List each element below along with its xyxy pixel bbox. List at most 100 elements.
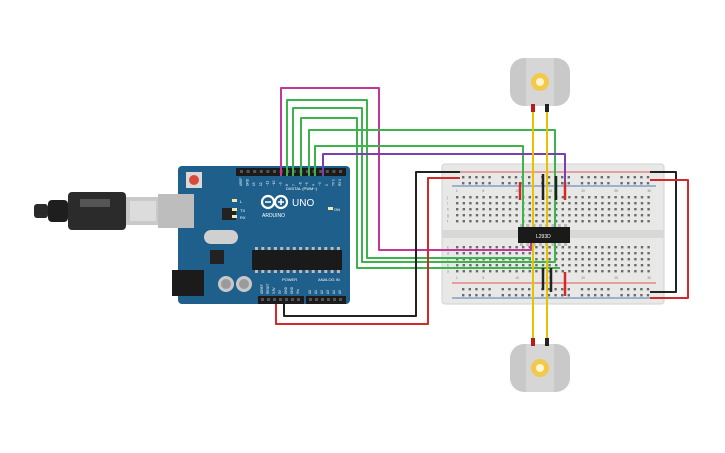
bb-hole[interactable] (594, 252, 597, 255)
bb-hole[interactable] (508, 246, 512, 249)
bb-hole[interactable] (640, 208, 644, 211)
bb-hole[interactable] (522, 264, 525, 267)
bb-hole[interactable] (456, 270, 459, 273)
bb-rail-hole[interactable] (580, 182, 584, 185)
bb-rail-hole[interactable] (481, 288, 485, 291)
bb-rail-hole[interactable] (514, 182, 518, 185)
pin-hole[interactable] (339, 298, 342, 301)
bb-hole[interactable] (561, 202, 564, 205)
bb-rail-hole[interactable] (521, 288, 524, 291)
wire-black-gnd[interactable] (283, 171, 460, 317)
bb-rail-hole[interactable] (567, 182, 570, 185)
bb-hole[interactable] (581, 264, 584, 267)
bb-hole[interactable] (489, 202, 492, 205)
bb-hole[interactable] (594, 270, 597, 273)
bb-hole[interactable] (528, 196, 531, 199)
bb-hole[interactable] (548, 258, 551, 261)
bb-hole[interactable] (561, 258, 564, 261)
bb-hole[interactable] (588, 208, 591, 211)
bb-hole[interactable] (535, 220, 538, 223)
bb-hole[interactable] (456, 214, 459, 217)
bb-hole[interactable] (627, 202, 630, 205)
bb-hole[interactable] (621, 196, 624, 199)
bb-rail-hole[interactable] (607, 294, 610, 297)
bb-hole[interactable] (607, 252, 611, 255)
bb-hole[interactable] (614, 258, 617, 261)
bb-hole[interactable] (627, 246, 630, 249)
bb-hole[interactable] (574, 196, 578, 199)
bb-hole[interactable] (581, 258, 584, 261)
bb-hole[interactable] (640, 246, 644, 249)
bb-rail-hole[interactable] (587, 294, 590, 297)
bb-hole[interactable] (621, 246, 624, 249)
bb-hole[interactable] (469, 214, 472, 217)
bb-hole[interactable] (581, 202, 584, 205)
bb-hole[interactable] (594, 220, 597, 223)
bb-hole[interactable] (588, 220, 591, 223)
bb-rail-hole[interactable] (541, 294, 544, 297)
bb-hole[interactable] (508, 196, 512, 199)
bb-rail-hole[interactable] (600, 182, 603, 185)
bb-hole[interactable] (462, 246, 465, 249)
bb-rail-hole[interactable] (600, 288, 603, 291)
bb-hole[interactable] (634, 220, 637, 223)
bb-hole[interactable] (601, 246, 604, 249)
bb-hole[interactable] (502, 202, 505, 205)
bb-hole[interactable] (541, 252, 545, 255)
bb-hole[interactable] (515, 208, 518, 211)
bb-rail-hole[interactable] (607, 182, 610, 185)
bb-hole[interactable] (548, 246, 551, 249)
bb-hole[interactable] (462, 252, 465, 255)
bb-hole[interactable] (508, 258, 512, 261)
bb-rail-hole[interactable] (508, 288, 511, 291)
bb-hole[interactable] (495, 196, 498, 199)
bb-hole[interactable] (515, 264, 518, 267)
bb-hole[interactable] (535, 264, 538, 267)
bb-hole[interactable] (581, 214, 584, 217)
bb-hole[interactable] (561, 252, 564, 255)
bb-hole[interactable] (627, 208, 630, 211)
pin-hole[interactable] (285, 298, 288, 301)
wire-green-2[interactable] (292, 107, 556, 263)
bb-hole[interactable] (594, 264, 597, 267)
bb-hole[interactable] (568, 196, 571, 199)
bb-rail-hole[interactable] (646, 288, 650, 291)
pin-hole[interactable] (325, 170, 329, 173)
bb-hole[interactable] (614, 220, 617, 223)
bb-hole[interactable] (522, 270, 525, 273)
bb-rail-hole[interactable] (514, 288, 518, 291)
bb-hole[interactable] (502, 196, 505, 199)
bb-hole[interactable] (495, 214, 498, 217)
bb-rail-hole[interactable] (501, 182, 504, 185)
bb-hole[interactable] (456, 246, 459, 249)
bb-hole[interactable] (456, 252, 459, 255)
bb-hole[interactable] (647, 252, 650, 255)
bb-hole[interactable] (634, 208, 637, 211)
bb-hole[interactable] (489, 220, 492, 223)
bb-hole[interactable] (647, 208, 650, 211)
bb-rail-hole[interactable] (475, 176, 478, 179)
bb-hole[interactable] (607, 214, 611, 217)
bb-hole[interactable] (574, 258, 578, 261)
bb-hole[interactable] (482, 270, 485, 273)
bb-hole[interactable] (621, 214, 624, 217)
wire-green-5[interactable] (314, 145, 524, 227)
bb-hole[interactable] (568, 208, 571, 211)
bb-hole[interactable] (489, 252, 492, 255)
bb-hole[interactable] (568, 214, 571, 217)
bb-hole[interactable] (594, 196, 597, 199)
bb-hole[interactable] (495, 220, 498, 223)
bb-hole[interactable] (640, 220, 644, 223)
bb-hole[interactable] (456, 202, 459, 205)
bb-hole[interactable] (647, 258, 650, 261)
bb-hole[interactable] (475, 252, 479, 255)
bb-rail-hole[interactable] (475, 288, 478, 291)
bb-hole[interactable] (601, 196, 604, 199)
bb-hole[interactable] (456, 220, 459, 223)
bb-rail-hole[interactable] (580, 176, 584, 179)
bb-hole[interactable] (462, 258, 465, 261)
bb-hole[interactable] (469, 246, 472, 249)
bb-hole[interactable] (541, 208, 545, 211)
bb-rail-hole[interactable] (600, 294, 603, 297)
bb-hole[interactable] (541, 264, 545, 267)
